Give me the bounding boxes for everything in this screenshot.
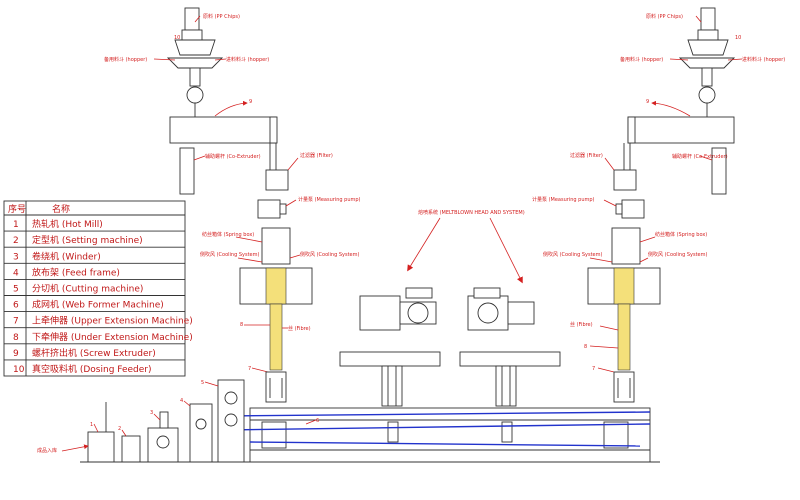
setting-machine: [121, 435, 141, 463]
web-former-conveyor: 6: [224, 407, 651, 463]
left-cooling-2-label: 侧吹风 (Cooling System): [300, 251, 360, 258]
downstream-machines: 5 4 3 2 1 成品入库: [37, 379, 660, 463]
hot-mill: [87, 431, 115, 463]
right-spring-box-label: 纺丝箱体 (Spring box): [655, 231, 707, 238]
table-row-name: 成网机 (Web Former Machine): [32, 299, 164, 311]
left-number-9: 9: [249, 99, 252, 105]
right-number-8: 8: [584, 344, 587, 350]
table-row-number: 9: [13, 349, 19, 359]
table-row-name: 定型机 (Setting machine): [32, 234, 143, 246]
left-fibre-label: 丝 (Fibre): [288, 325, 311, 332]
table-row-name: 上牵伸器 (Upper Extension Machine): [32, 315, 193, 327]
right-number-9: 9: [646, 99, 649, 105]
left-hopper-b-label: 进料料斗 (hopper): [226, 56, 269, 63]
table-header-no: 序号: [8, 203, 26, 215]
left-cooling-1-label: 侧吹风 (Cooling System): [200, 251, 260, 258]
left-coextruder-label: 辅助螺杆 (Co-Extruder): [205, 153, 261, 160]
right-cooling-1-label: 侧吹风 (Cooling System): [543, 251, 603, 258]
right-fibre-tube: [617, 303, 631, 371]
left-number-8: 8: [240, 322, 243, 328]
feed-frame: [189, 403, 213, 463]
right-dosing-feeder-icon: [700, 7, 716, 31]
number-4: 4: [180, 398, 183, 404]
web-belt-upper: [224, 411, 651, 417]
web-former-frame: [249, 407, 651, 463]
left-number-10: 10: [174, 35, 180, 41]
left-hopper-a-label: 备用料斗 (hopper): [104, 56, 147, 63]
right-measuring-pump: [621, 199, 645, 219]
number-2: 2: [118, 426, 121, 432]
right-spring-box: [611, 227, 641, 265]
meltblown-unit-left-motor: [359, 295, 401, 331]
component-table: 序号 名称 1 热轧机 (Hot Mill) 2 定型机 (Setting machi…: [3, 200, 193, 377]
right-cooling-2-label: 侧吹风 (Cooling System): [648, 251, 708, 258]
right-hopper-a-label: 备用料斗 (hopper): [620, 56, 663, 63]
right-hopper-b-label: 进料料斗 (hopper): [742, 56, 785, 63]
meltblown-system: 熔喷系统 (MELTBLOWN HEAD AND SYSTEM): [339, 209, 561, 443]
table-row-name: 分切机 (Cutting machine): [32, 283, 143, 295]
table-row-number: 6: [13, 301, 19, 311]
table-header-name: 名称: [52, 203, 70, 215]
left-hopper-icon: [174, 39, 216, 56]
left-number-7: 7: [248, 366, 251, 372]
right-hopper-icon: [687, 39, 729, 56]
meltblown-unit-right-base: [459, 351, 561, 367]
left-filter: [265, 169, 289, 191]
product-out-label: 成品入库: [37, 447, 57, 454]
right-number-10: 10: [735, 35, 741, 41]
table-row-name: 放布架 (Feed frame): [32, 266, 120, 278]
table-row-name: 卷绕机 (Winder): [32, 250, 101, 262]
left-measuring-pump: [257, 199, 281, 219]
meltblown-system-label: 熔喷系统 (MELTBLOWN HEAD AND SYSTEM): [418, 209, 525, 216]
left-co-extruder: [179, 147, 195, 195]
table-row-number: 2: [13, 236, 19, 246]
right-upper-extension: [613, 371, 635, 403]
right-screw-extruder: [627, 116, 735, 144]
table-row-name: 螺杆挤出机 (Screw Extruder): [32, 347, 156, 359]
left-screw-extruder: [169, 116, 277, 144]
table-row-number: 7: [13, 317, 19, 327]
left-chips-label: 原料 (PP Chips): [203, 13, 240, 20]
table-row-number: 1: [13, 220, 19, 230]
table-row-number: 8: [13, 333, 19, 343]
number-5: 5: [201, 380, 204, 386]
left-filter-label: 过滤器 (Filter): [300, 152, 333, 159]
web-belt-lower: [224, 423, 651, 431]
table-row-number: 4: [13, 268, 19, 278]
left-dosing-feeder-icon: [184, 7, 200, 31]
right-number-7: 7: [592, 366, 595, 372]
table-row-number: 5: [13, 285, 19, 295]
left-extrusion-line: 原料 (PP Chips) 10 备用料斗 (hopper) 进料料斗 (hop…: [104, 7, 361, 403]
table-row-number: 3: [13, 252, 19, 262]
meltblown-unit-left-base: [339, 351, 441, 367]
number-6: 6: [316, 418, 319, 424]
number-1: 1: [90, 422, 93, 428]
right-coextruder-label: 辅助螺杆 (Co-Extruder): [672, 153, 728, 160]
table-row-name: 热轧机 (Hot Mill): [32, 218, 103, 230]
left-upper-extension: [265, 371, 287, 403]
left-pump-label: 计量泵 (Measuring pump): [298, 196, 361, 203]
right-filter-label: 过滤器 (Filter): [570, 152, 603, 159]
table-row-name: 下牵伸器 (Under Extension Machine): [32, 331, 193, 343]
right-extrusion-line: 原料 (PP Chips) 10 备用料斗 (hopper) 进料料斗 (hop…: [532, 7, 785, 403]
right-pump-label: 计量泵 (Measuring pump): [532, 196, 595, 203]
right-chips-label: 原料 (PP Chips): [646, 13, 683, 20]
number-3: 3: [150, 410, 153, 416]
left-spring-box: [261, 227, 291, 265]
right-fibre-label: 丝 (Fibre): [570, 321, 593, 328]
table-row-number: 10: [13, 365, 25, 375]
right-filter: [613, 169, 637, 191]
left-spring-box-label: 纺丝箱体 (Spring box): [202, 231, 254, 238]
left-fibre-tube: [269, 303, 283, 371]
table-row-name: 真空吸料机 (Dosing Feeder): [32, 363, 152, 375]
right-co-extruder: [711, 147, 727, 195]
